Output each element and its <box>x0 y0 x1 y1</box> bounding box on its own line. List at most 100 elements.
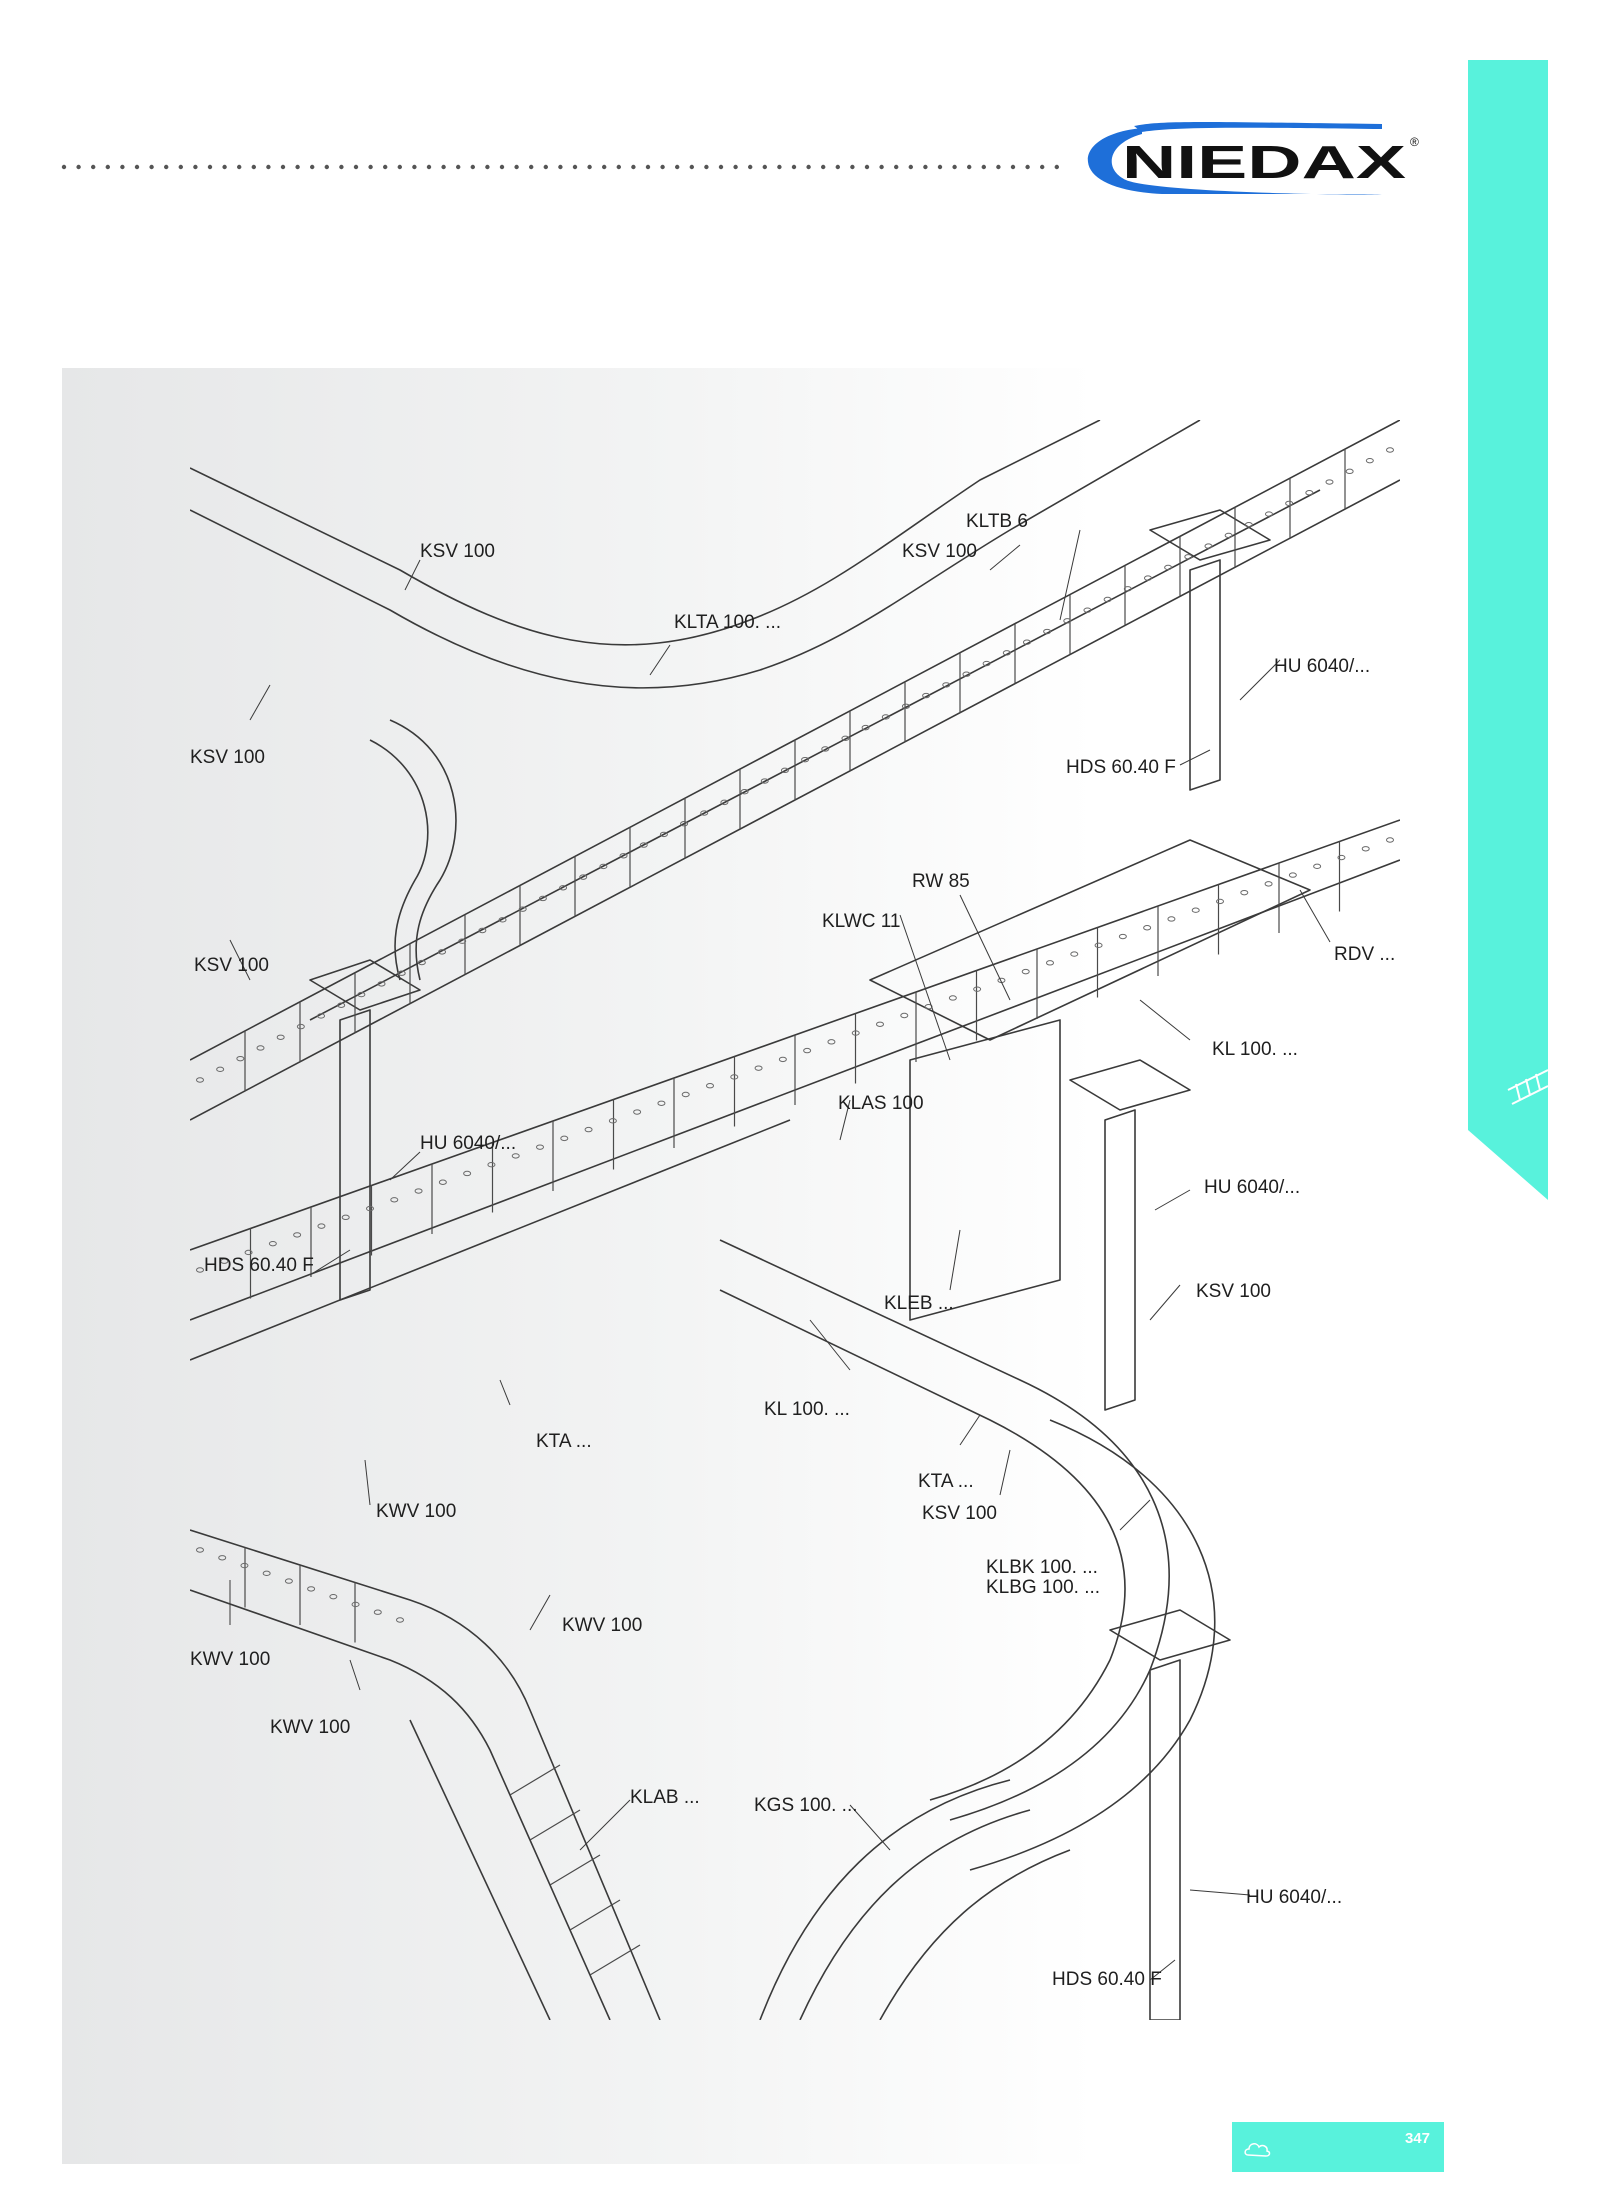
rail-perforation <box>942 682 951 688</box>
header-dot <box>237 164 242 170</box>
rail-perforation <box>538 895 547 902</box>
left-branch-rail-1 <box>190 1529 661 2020</box>
rail-perforation <box>948 995 957 1001</box>
header-dot <box>850 164 855 170</box>
cover-plate-center <box>869 839 1311 1041</box>
curved-rail-top-outer <box>190 420 1101 646</box>
rail-perforation <box>900 1012 909 1019</box>
rail-perforation <box>536 1144 544 1150</box>
header-dot <box>368 164 373 170</box>
rail-perforation <box>827 1039 836 1045</box>
leader-hu-mid-right <box>1154 1189 1191 1211</box>
rail-perforation <box>397 970 406 976</box>
hanger-post-4 <box>1149 1659 1181 2020</box>
callout-ksv-100-left: KSV 100 <box>190 747 265 768</box>
leader-kl-mid <box>1139 999 1191 1041</box>
callout-rdv: RDV ... <box>1334 944 1396 965</box>
logo-registered-mark: ® <box>1410 135 1419 149</box>
header-dot <box>207 164 213 170</box>
header-dot <box>295 164 300 170</box>
header-dot <box>149 164 154 170</box>
header-dot <box>222 164 227 170</box>
header-dot <box>762 164 767 170</box>
riser-rail-3 <box>879 1849 1071 2020</box>
leader-ksv-left <box>249 684 271 721</box>
rail-perforation <box>619 853 628 859</box>
rail-perforation <box>876 1021 884 1027</box>
header-dot <box>996 164 1001 170</box>
rail-perforation <box>377 981 386 987</box>
rail-perforation <box>1386 837 1394 843</box>
leader-kta-right <box>959 1414 981 1446</box>
leader-ksv-mid-right <box>1149 1284 1181 1321</box>
rail-perforation <box>962 671 971 677</box>
header-dot <box>499 164 505 170</box>
hanger-post-1 <box>1189 559 1221 791</box>
rail-perforation <box>720 799 729 806</box>
rail-perforation <box>458 938 467 944</box>
curved-rail-top-inner <box>190 420 1201 689</box>
rail-perforation <box>196 1547 204 1553</box>
rail-perforation <box>922 692 931 699</box>
leader-kltb <box>1059 529 1081 621</box>
header-dot <box>894 164 899 170</box>
rail-perforation <box>760 778 769 784</box>
header-dot <box>675 164 680 170</box>
rail-perforation <box>706 1083 714 1089</box>
rail-perforation <box>1184 554 1193 560</box>
rail-perforation <box>511 1153 520 1159</box>
callout-kta-left: KTA ... <box>536 1431 592 1452</box>
header-dot <box>733 164 738 170</box>
callout-kl-100-lower: KL 100. ... <box>764 1399 850 1420</box>
callout-klta-100: KLTA 100. ... <box>674 612 782 633</box>
rail-perforation <box>341 1214 350 1221</box>
header-dot <box>441 164 446 170</box>
rail-perforation <box>478 927 487 934</box>
footer-page-box: 347 <box>1232 2122 1444 2172</box>
rail-perforation <box>780 767 789 774</box>
riser-rail-1 <box>759 1779 1011 2020</box>
callout-hu-6040-mid-right: HU 6040/... <box>1204 1177 1301 1198</box>
header-dot <box>164 164 169 170</box>
rail-perforation <box>1325 479 1334 485</box>
rail-perforation <box>438 1179 447 1185</box>
header-dot <box>485 164 490 170</box>
header-dot <box>777 164 782 170</box>
rail-perforation <box>639 842 648 848</box>
callout-rw-85: RW 85 <box>912 871 970 892</box>
rail-perforation <box>317 1013 326 1019</box>
leader-rw85 <box>959 894 1011 1001</box>
hanger-head-3 <box>1069 1059 1191 1111</box>
rail-perforation <box>1288 872 1297 878</box>
rail-perforation <box>240 1562 249 1569</box>
hanger-head-4 <box>1109 1609 1231 1661</box>
rail-perforation <box>1204 543 1213 549</box>
rail-perforation <box>329 1593 338 1600</box>
rail-perforation <box>657 1100 666 1106</box>
callout-kl-100-mid: KL 100. ... <box>1212 1039 1298 1060</box>
leader-klab <box>579 1799 631 1851</box>
header-dot <box>616 164 621 170</box>
header-dot <box>1040 164 1045 170</box>
header-dotted-rule <box>61 164 1059 170</box>
header-dot <box>353 164 359 170</box>
rail-perforation <box>700 810 709 816</box>
rail-perforation <box>276 1034 285 1040</box>
rail-perforation <box>1070 951 1079 957</box>
hanger-head-2 <box>309 959 421 1011</box>
rail-perforation <box>284 1578 293 1584</box>
page-number: 347 <box>1404 2130 1430 2147</box>
rail-perforation <box>1022 639 1031 645</box>
rail-perforation <box>1167 916 1176 922</box>
rail-perforation <box>293 1232 302 1238</box>
rail-perforation <box>196 1077 204 1083</box>
ladder-rung <box>589 1944 641 1976</box>
leader-kl-lower <box>809 1319 851 1371</box>
header-dot <box>1025 164 1030 170</box>
rail-perforation <box>1361 846 1370 852</box>
callout-kwv-100-1: KWV 100 <box>376 1501 457 1522</box>
leader-kgs <box>849 1804 891 1851</box>
header-dot <box>908 164 913 170</box>
callout-klwc-11: KLWC 11 <box>822 911 901 932</box>
curved-rail-left-inner <box>369 739 429 981</box>
